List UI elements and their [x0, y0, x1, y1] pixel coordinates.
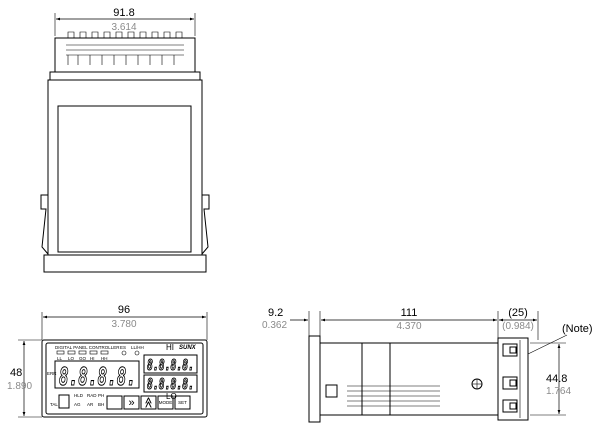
- front-height-mm: 48: [10, 367, 22, 379]
- up-button[interactable]: [140, 395, 157, 410]
- front-width-mm: 96: [118, 304, 130, 316]
- mode-label: MODE: [159, 400, 173, 405]
- rear-terminals: [502, 340, 521, 418]
- indicator-label: LL/HH: [131, 345, 144, 350]
- terminal-depth-inch: (0.984): [502, 321, 534, 332]
- led-indicator: [78, 350, 87, 355]
- terminal-depth-mm: (25): [508, 307, 528, 319]
- led-round: [134, 350, 140, 356]
- side-housing: [319, 342, 499, 416]
- front-width-inch: 3.780: [111, 319, 136, 330]
- led-indicator: [56, 350, 65, 355]
- indicator-label: HI: [90, 356, 95, 361]
- key-label: PH: [98, 393, 104, 398]
- body-depth-mm: 111: [401, 307, 418, 319]
- brand-logo: SUNX: [179, 345, 197, 351]
- main-display-window: [54, 360, 140, 389]
- body-depth-inch: 4.370: [396, 321, 421, 332]
- terminal-teeth: [66, 31, 184, 65]
- front-height-inch: 1.890: [7, 381, 32, 392]
- lo-display-digits: 8.8.8.8.: [147, 375, 194, 393]
- led-indicator: [100, 350, 109, 355]
- key-label: AG: [74, 402, 81, 407]
- label-left-bottom: TAL: [50, 402, 58, 407]
- front-bezel-top: [43, 254, 207, 273]
- housing-body: [47, 79, 203, 256]
- indicator-leds: LL LO GO HI HH ES LL/HH: [56, 345, 144, 361]
- right-clip: [201, 194, 210, 255]
- blank-button[interactable]: [106, 395, 123, 410]
- up-icon: ≪: [142, 397, 154, 409]
- led-indicator: [89, 350, 98, 355]
- top-width-mm: 91.8: [113, 7, 134, 19]
- left-key[interactable]: [58, 394, 70, 409]
- indicator-label: LL: [57, 356, 63, 361]
- side-bezel: [308, 335, 321, 423]
- side-view: 9.2 0.362 111 4.370 (25) (0.984) 44.8 1.…: [262, 307, 593, 423]
- top-view: 91.8 3.614: [40, 7, 210, 273]
- key-label: RAD: [87, 393, 97, 398]
- shift-icon: »: [128, 397, 134, 409]
- label-left-mid: ERR: [47, 371, 57, 376]
- front-panel-frame: [41, 339, 208, 418]
- label-hi: HI: [166, 343, 174, 352]
- key-label: AR: [87, 402, 94, 407]
- indicator-label: ES: [120, 345, 126, 350]
- front-view: 96 3.780 48 1.890 DIGITAL PANEL CONTROLL…: [7, 304, 208, 418]
- mode-button[interactable]: [157, 395, 174, 410]
- set-button[interactable]: [174, 395, 191, 410]
- front-panel-inner: [45, 342, 204, 415]
- bezel-depth-inch: 0.362: [262, 320, 287, 331]
- key-label: BH: [98, 402, 104, 407]
- side-height-inch: 1.764: [546, 386, 571, 397]
- indicator-label: GO: [79, 356, 87, 361]
- bezel-depth-mm: 9.2: [268, 307, 283, 319]
- side-band: [361, 342, 391, 416]
- key-label: HLD: [74, 393, 84, 398]
- side-small-window: [325, 384, 338, 398]
- connector-flange: [49, 71, 201, 81]
- top-width-inch: 3.614: [111, 22, 136, 33]
- indicator-label: LO: [68, 356, 75, 361]
- led-round: [121, 350, 127, 356]
- lo-display-window: [143, 374, 198, 393]
- hi-display-window: [143, 354, 198, 374]
- hi-display-digits: 8.8.8.8.: [147, 356, 194, 374]
- left-clip: [40, 194, 49, 255]
- main-display-digits: 8.8.8.8.: [59, 362, 136, 391]
- note-callout: (Note): [562, 323, 593, 335]
- led-indicator: [67, 350, 76, 355]
- shift-button[interactable]: [123, 395, 140, 410]
- housing-window: [57, 105, 192, 253]
- side-height-mm: 44.8: [546, 373, 567, 385]
- note-leader-line: [525, 334, 568, 356]
- panel-title: DIGITAL PANEL CONTROLLER: [55, 345, 120, 350]
- indicator-label: HH: [101, 356, 108, 361]
- set-label: SET: [178, 400, 187, 405]
